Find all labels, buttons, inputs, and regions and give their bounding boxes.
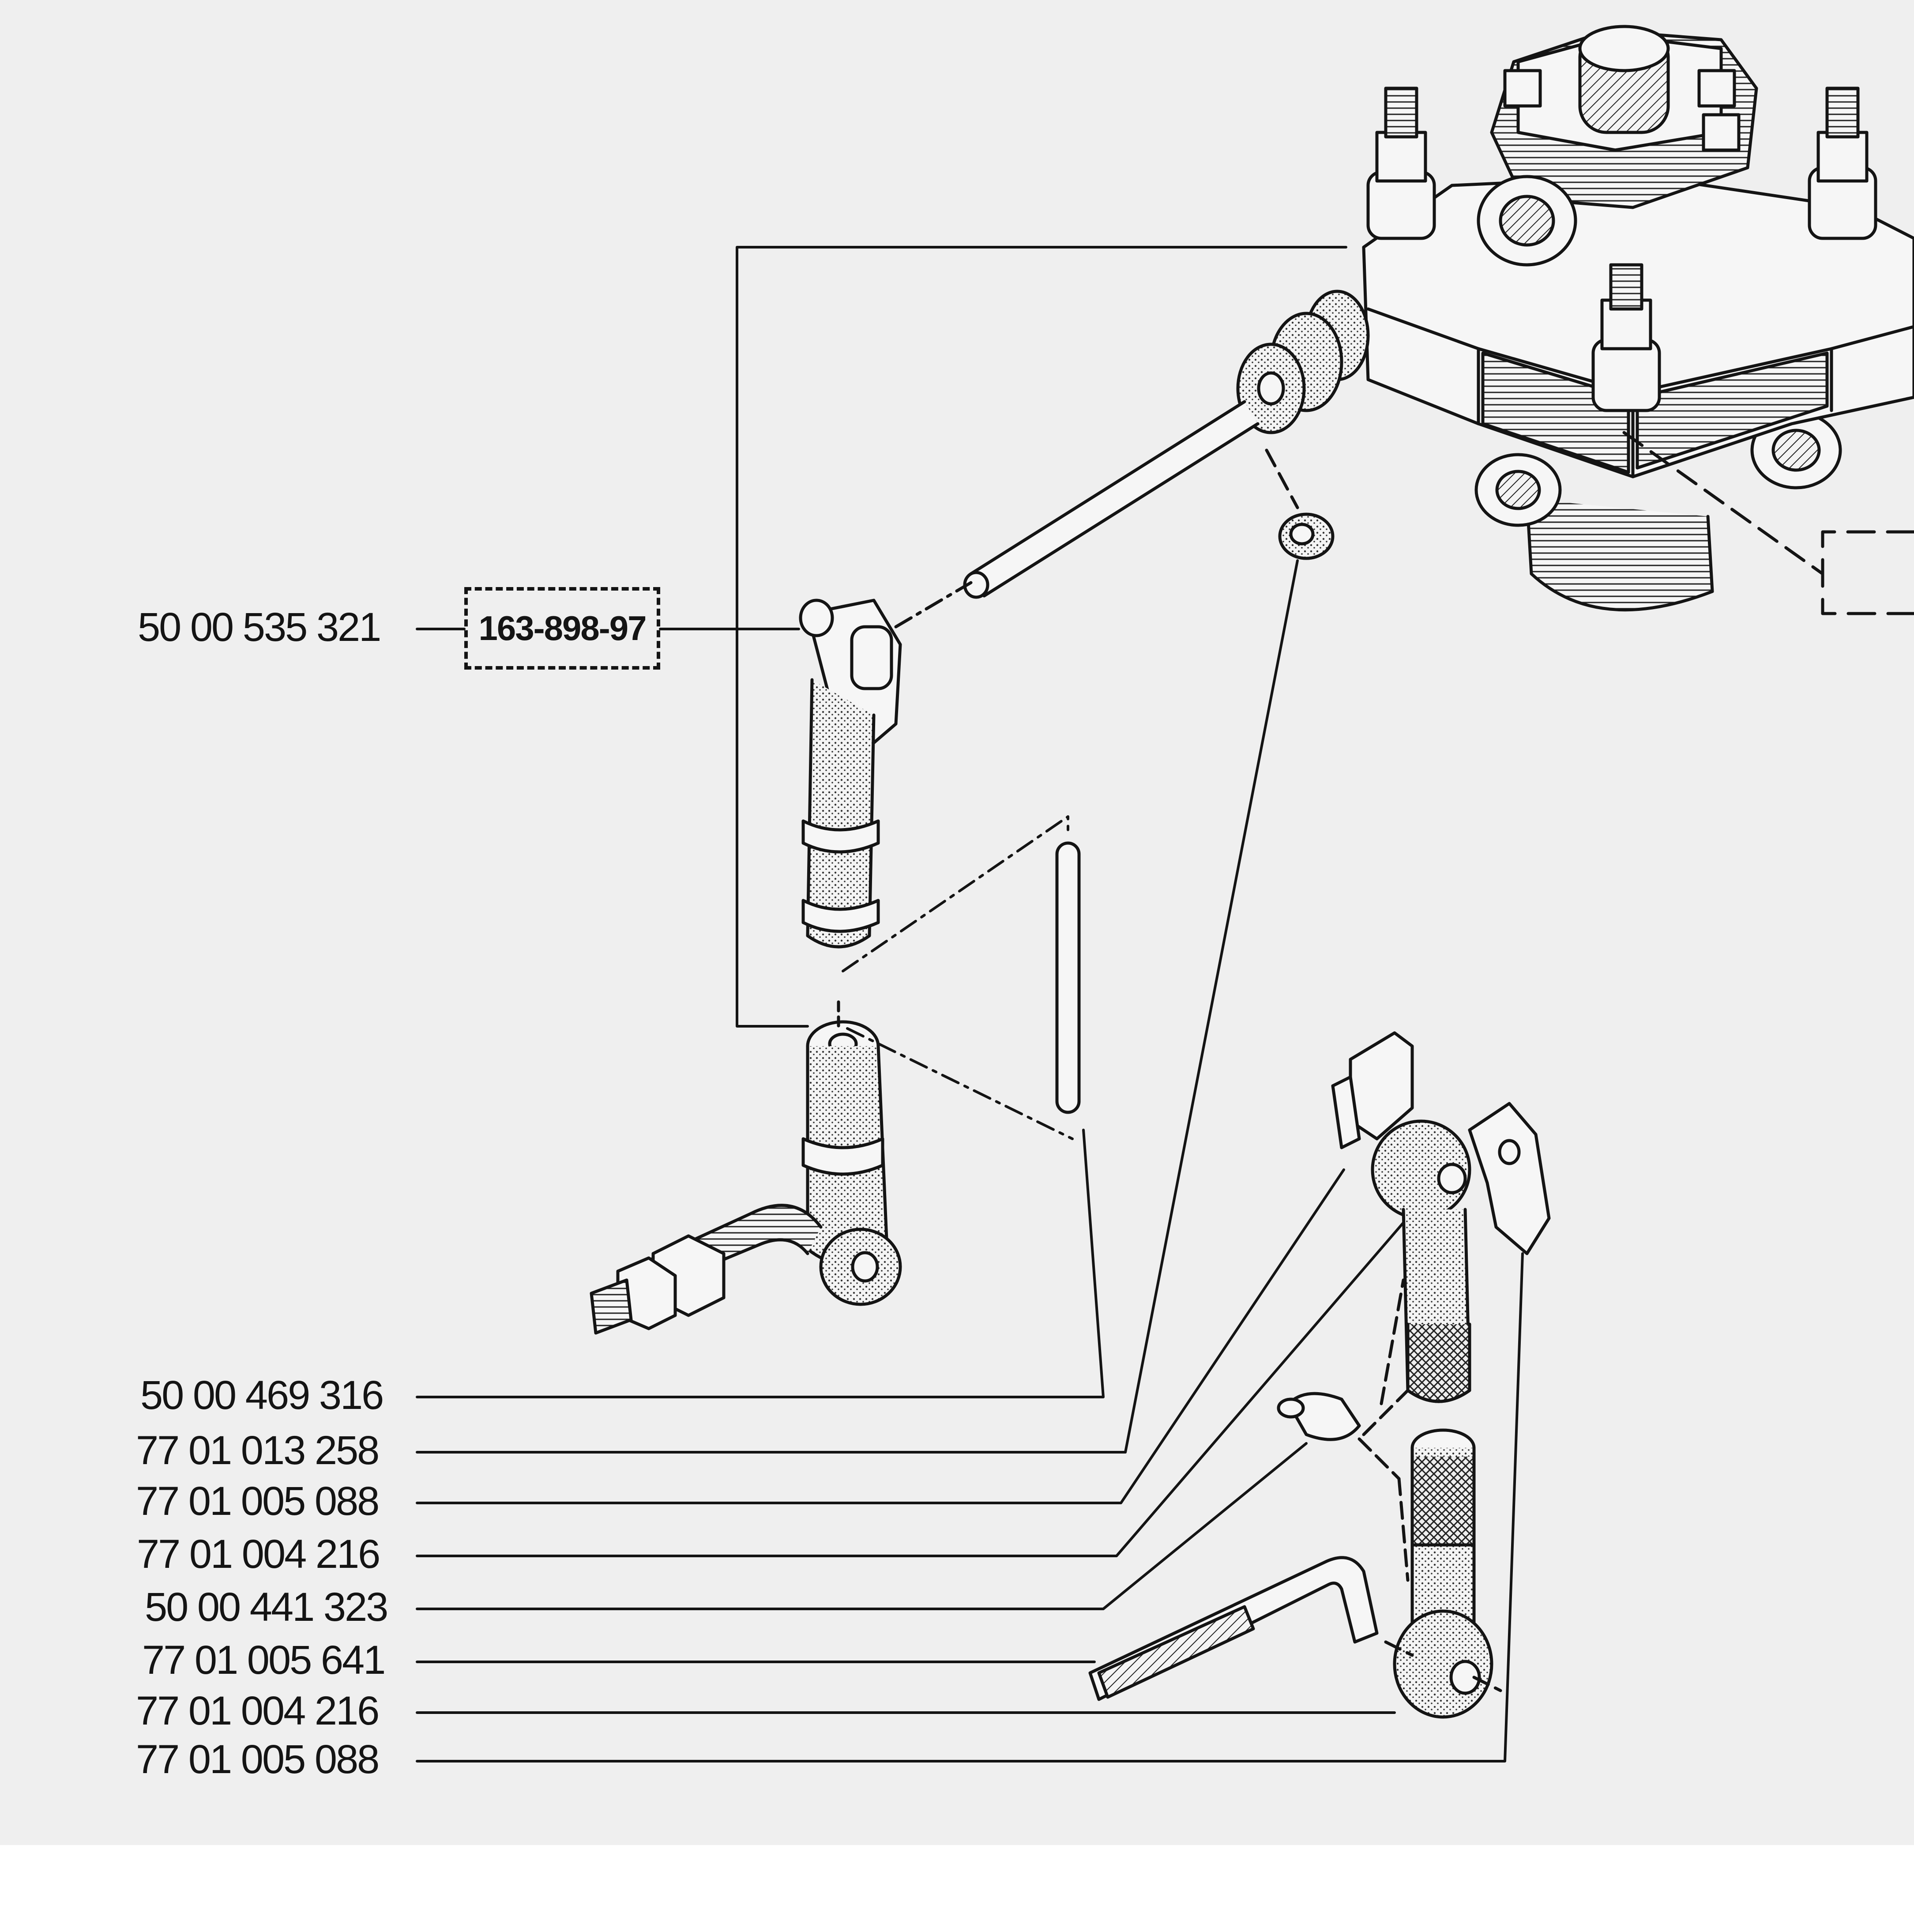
- bolt-top-left: [1503, 69, 1741, 152]
- rubber-boot: [1236, 290, 1370, 434]
- box-code-label: 163-898-97: [478, 609, 647, 648]
- leader-lines: [416, 246, 1524, 1763]
- bolt-right: [1808, 87, 1877, 240]
- part-number-label: 50 00 535 321: [138, 605, 381, 650]
- part-number-label: 77 01 005 088: [136, 1737, 380, 1782]
- part-number-label: 77 01 013 258: [136, 1428, 380, 1473]
- right-linkage: [1088, 1031, 1551, 1719]
- part-number-label: 77 01 005 641: [142, 1638, 386, 1683]
- part-number-label: 50 00 441 323: [145, 1585, 388, 1630]
- pin: [1055, 841, 1081, 1114]
- part-number-label: 77 01 004 216: [137, 1532, 380, 1577]
- push-rod: [969, 400, 1260, 598]
- upper-linkage: [799, 581, 973, 949]
- page-margin: [0, 1845, 1914, 1932]
- part-number-label: 77 01 004 216: [136, 1688, 380, 1733]
- callout-box-code: 163-898-97: [464, 587, 660, 670]
- brake-valve: [963, 25, 1914, 615]
- bolt-center: [1591, 263, 1661, 412]
- part-number-label: 77 01 005 088: [136, 1479, 380, 1524]
- part-number-label: 50 00 469 316: [140, 1373, 384, 1418]
- bolt-left: [1366, 87, 1436, 240]
- lower-left-linkage: [590, 1000, 902, 1335]
